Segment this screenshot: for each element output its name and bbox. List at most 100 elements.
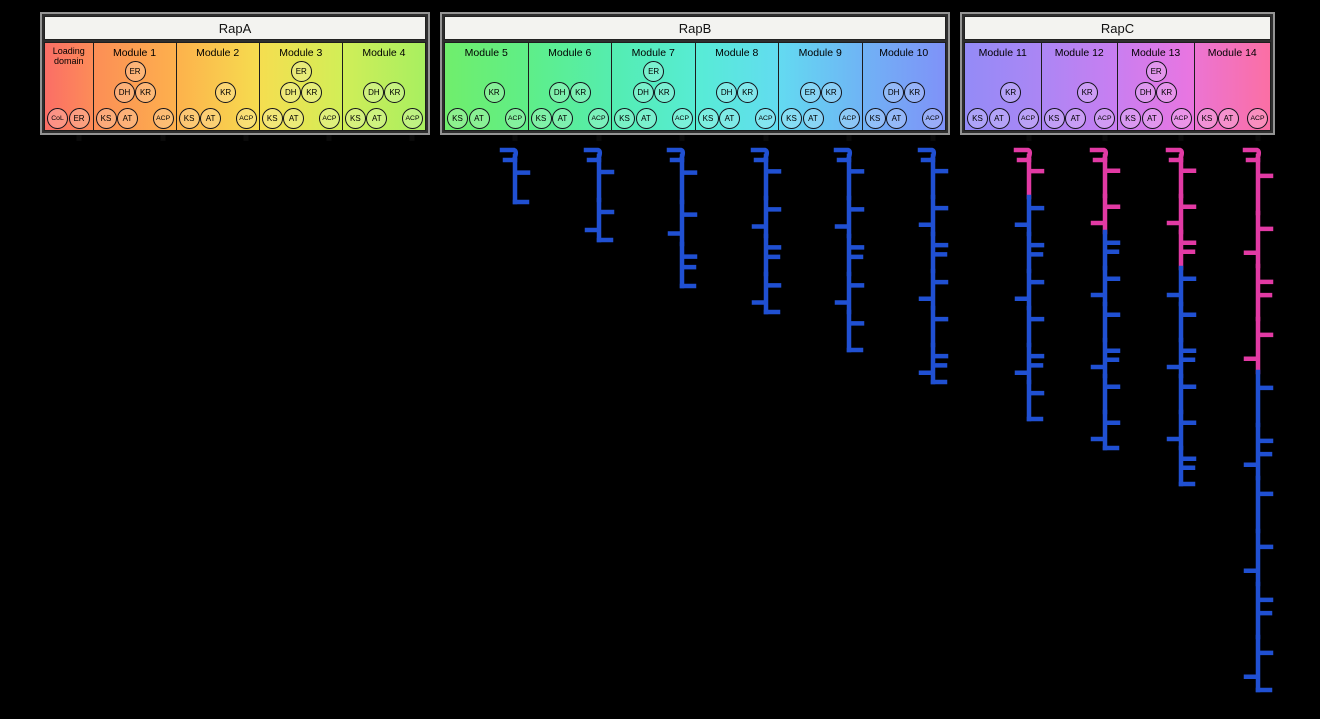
acp-connector-dot <box>326 134 332 141</box>
module-label: Module 2 <box>196 47 240 59</box>
acp-connector-dot <box>409 134 415 141</box>
domain-dh: DH <box>549 82 571 103</box>
domain-ks: KS <box>95 108 117 129</box>
acp-connector-dot <box>679 134 685 141</box>
acp-connector-dot <box>596 134 602 141</box>
module-label: Module 8 <box>715 47 759 59</box>
module-label: Loading domain <box>52 46 85 66</box>
domain-dh: DH <box>716 82 738 103</box>
module-label: Module 12 <box>1054 47 1104 59</box>
domain-at: AT <box>635 108 657 129</box>
chain-module-13 <box>1166 337 1197 379</box>
domain-at: AT <box>366 108 388 129</box>
module-label: Module 1 <box>112 47 157 59</box>
chain-module-10 <box>918 342 949 385</box>
domain-at: AT <box>1141 108 1163 129</box>
module-label: Module 4 <box>362 47 406 59</box>
domain-kr: KR <box>570 82 592 103</box>
acp-connector-dot <box>1178 134 1184 141</box>
domain-ks: KS <box>344 108 366 129</box>
protein-title-rapb: RapB <box>444 16 946 40</box>
module-label: Module 11 <box>978 47 1027 59</box>
domain-acp: ACP <box>671 108 693 129</box>
domain-kr: KR <box>1076 82 1098 103</box>
chain-module-12 <box>1090 409 1121 451</box>
chain-module-12 <box>1090 337 1121 379</box>
domain-at: AT <box>468 108 490 129</box>
domain-acp: ACP <box>318 108 340 129</box>
chain-module-6 <box>584 197 615 243</box>
module-label: Module 14 <box>1207 47 1257 59</box>
domain-ks: KS <box>530 108 552 129</box>
domain-at: AT <box>200 108 222 129</box>
chain-module-14 <box>1255 369 1274 428</box>
acp-connector-dot <box>243 134 249 141</box>
domain-er: ER <box>124 61 146 82</box>
chain-module-14 <box>1243 210 1274 269</box>
chain-module-10 <box>930 231 949 274</box>
domain-ks: KS <box>697 108 719 129</box>
acp-connector-dot <box>512 134 518 141</box>
chain-module-11 <box>1026 305 1045 348</box>
domain-kr: KR <box>1000 82 1022 103</box>
module-label: Module 9 <box>798 47 842 59</box>
domain-acp: ACP <box>1247 108 1268 129</box>
protein-title-rapa: RapA <box>44 16 426 40</box>
domain-acp: ACP <box>922 108 943 129</box>
domain-ks: KS <box>1043 108 1065 129</box>
chain-module-13 <box>1166 193 1197 235</box>
chain-module-11 <box>1026 379 1045 422</box>
module-label: Module 5 <box>464 47 508 59</box>
chain-module-10 <box>918 194 949 237</box>
domain-at: AT <box>988 108 1010 129</box>
domain-ks: KS <box>447 108 468 129</box>
chain-module-11 <box>1014 342 1045 385</box>
domain-col: CoL <box>47 108 68 129</box>
chain-module-11 <box>1026 157 1045 200</box>
module-label: Module 7 <box>631 47 675 59</box>
domain-kr: KR <box>737 82 759 103</box>
chain-module-13 <box>1178 445 1197 487</box>
domain-ks: KS <box>1120 108 1141 129</box>
chain-module-13 <box>1178 301 1197 343</box>
chain-module-5 <box>512 157 531 205</box>
chain-module-13 <box>1166 265 1197 307</box>
domain-acp: ACP <box>1170 108 1192 129</box>
domain-acp: ACP <box>1094 108 1115 129</box>
domain-at: AT <box>1065 108 1086 129</box>
module-label: Module 10 <box>879 47 929 59</box>
domain-dh: DH <box>883 82 905 103</box>
domain-kr: KR <box>1156 82 1178 103</box>
domain-acp: ACP <box>588 108 609 129</box>
domain-er: ER <box>799 82 821 103</box>
chain-module-10 <box>930 305 949 348</box>
chain-module-8 <box>763 157 782 201</box>
chain-module-13 <box>1178 229 1197 271</box>
domain-er: ER <box>643 61 665 82</box>
chain-module-6 <box>596 157 615 203</box>
domain-kr: KR <box>301 82 323 103</box>
chain-module-8 <box>751 271 782 315</box>
chain-module-7 <box>667 199 698 247</box>
domain-ks: KS <box>261 108 283 129</box>
chain-module-11 <box>1026 231 1045 274</box>
chain-module-12 <box>1102 373 1121 415</box>
chain-module-14 <box>1243 634 1274 693</box>
domain-kr: KR <box>653 82 675 103</box>
acp-connector-dot <box>76 134 82 141</box>
